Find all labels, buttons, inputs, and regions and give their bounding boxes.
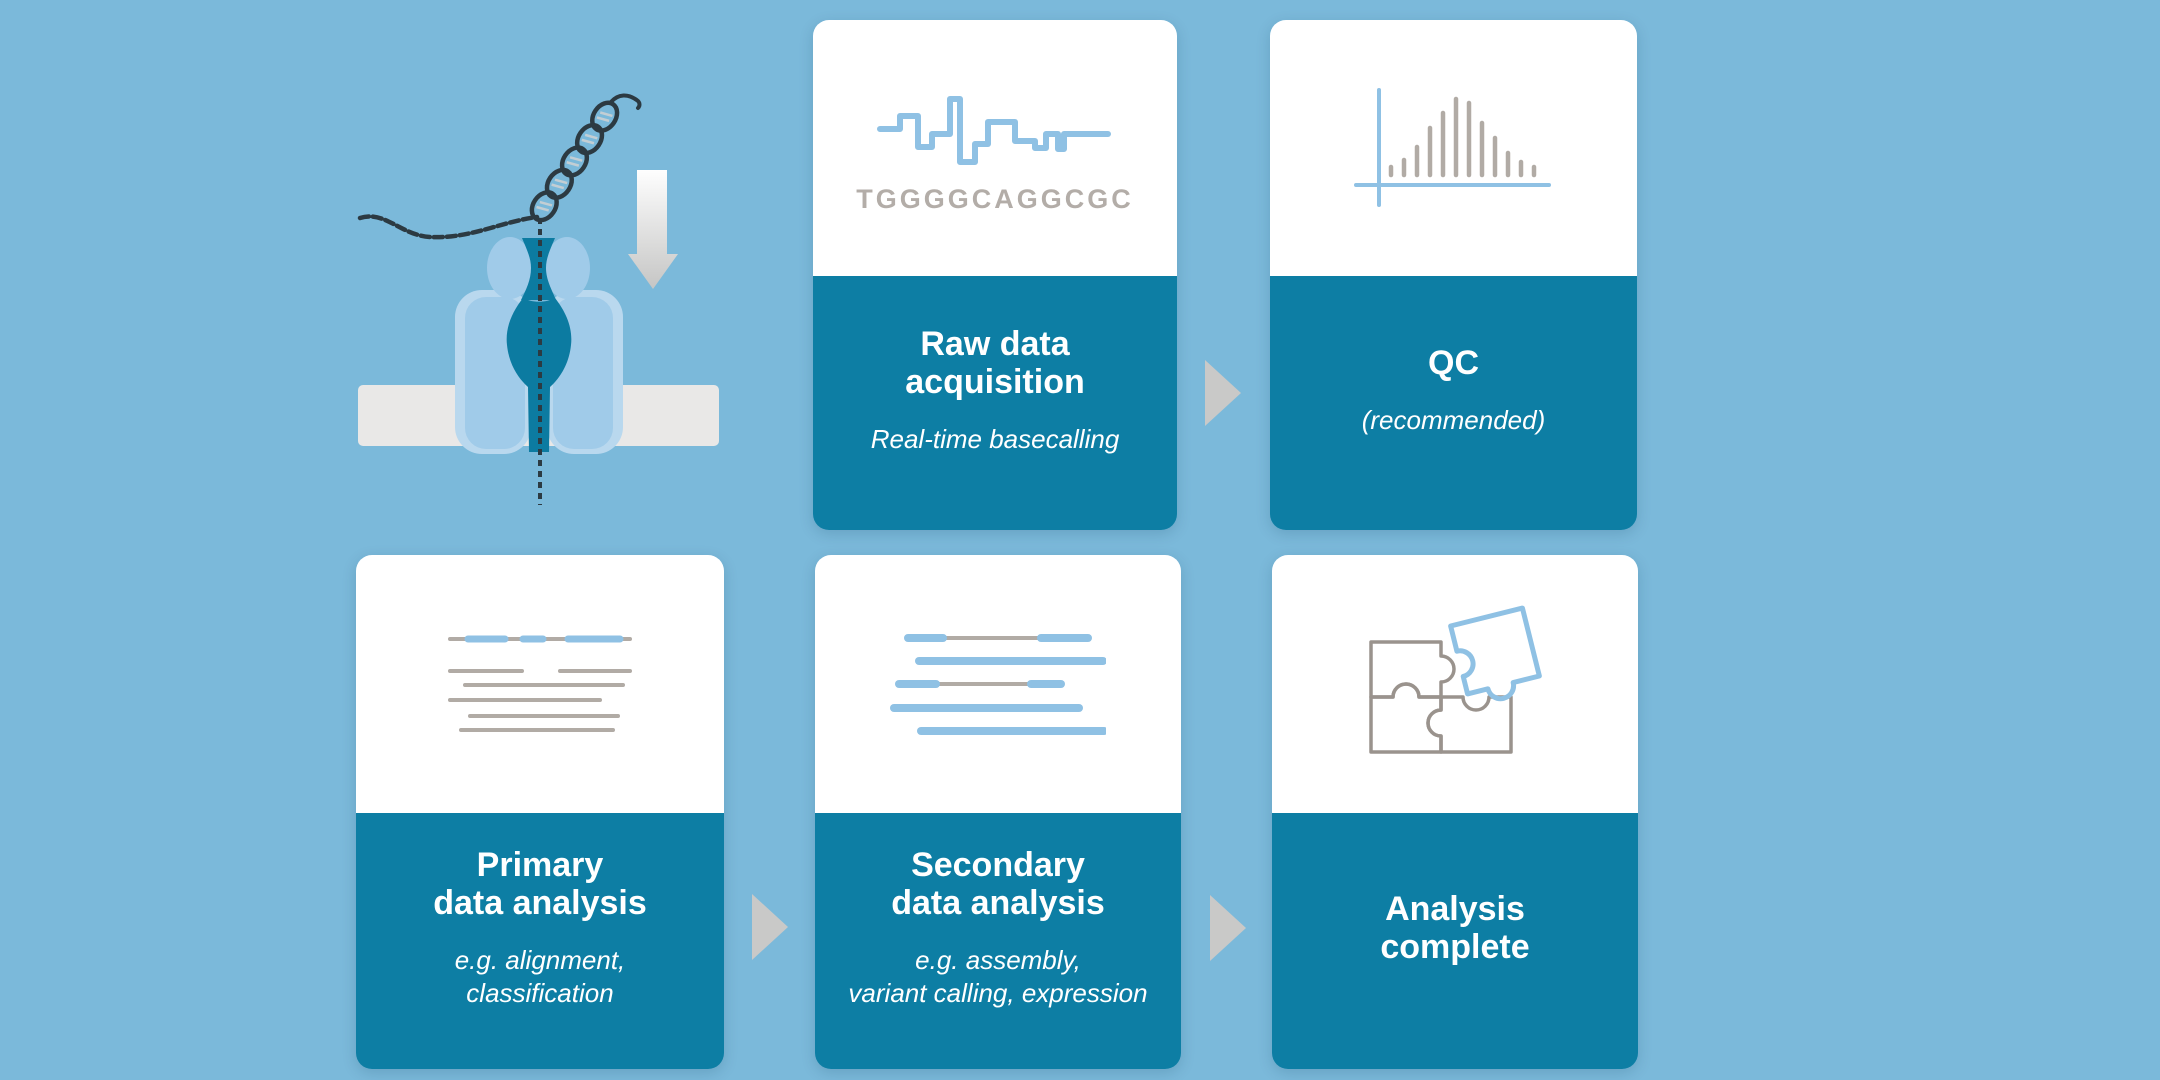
nanopore-protein [455, 237, 623, 454]
card-title: Raw data acquisition [905, 325, 1084, 401]
card-icon-area [1272, 555, 1638, 813]
card-primary-data-analysis: Primary data analysis e.g. alignment, cl… [356, 555, 724, 1069]
card-secondary-data-analysis: Secondary data analysis e.g. assembly, v… [815, 555, 1181, 1069]
card-subtitle: e.g. assembly, variant calling, expressi… [848, 944, 1147, 1010]
card-title-line: Analysis [1385, 890, 1525, 928]
card-label-area: Analysis complete [1272, 813, 1638, 1069]
card-title-line: data analysis [433, 884, 647, 922]
card-title: QC [1428, 344, 1479, 382]
card-icon-area [356, 555, 724, 813]
card-icon-area [1270, 20, 1637, 276]
nanopore-illustration [340, 40, 740, 520]
signal-trace-icon [877, 95, 1111, 165]
card-title-line: Secondary [911, 846, 1085, 884]
card-subtitle-line: classification [466, 978, 614, 1008]
card-subtitle-line: variant calling, expression [848, 978, 1148, 1008]
downward-arrow-icon [628, 170, 678, 289]
card-title-line: Primary [476, 846, 604, 884]
card-label-area: QC (recommended) [1270, 276, 1637, 530]
card-qc: QC (recommended) [1270, 20, 1637, 530]
flow-arrow-secondary-to-complete [1210, 895, 1246, 961]
card-subtitle-line: (recommended) [1361, 404, 1546, 435]
card-icon-area: TGGGGCAGGCGC [813, 20, 1177, 276]
card-subtitle: (recommended) [1362, 404, 1546, 437]
puzzle-pieces-icon [1369, 605, 1542, 754]
card-subtitle-line: e.g. alignment, [454, 945, 626, 975]
card-subtitle: e.g. alignment, classification [455, 944, 626, 1010]
card-subtitle-line: Real-time basecalling [870, 423, 1120, 454]
dna-double-helix [529, 93, 642, 223]
card-title-line: acquisition [905, 362, 1085, 401]
nanopore-illustration-svg [357, 93, 719, 505]
read-length-histogram-icon [1353, 88, 1551, 207]
card-title-line: data analysis [891, 884, 1105, 922]
card-title: Analysis complete [1380, 890, 1529, 966]
basecalled-sequence-text: TGGGGCAGGCGC [856, 183, 1134, 214]
assembled-reads-icon [890, 633, 1106, 735]
card-icon-area [815, 555, 1181, 813]
flow-arrow-primary-to-secondary [752, 894, 788, 960]
card-label-area: Primary data analysis e.g. alignment, cl… [356, 813, 724, 1069]
card-label-area: Raw data acquisition Real-time basecalli… [813, 276, 1177, 530]
card-title: Secondary data analysis [891, 846, 1105, 922]
card-label-area: Secondary data analysis e.g. assembly, v… [815, 813, 1181, 1069]
card-title-line: QC [1428, 343, 1479, 382]
card-raw-data-acquisition: TGGGGCAGGCGC Raw data acquisition Real-t… [813, 20, 1177, 530]
card-subtitle: Real-time basecalling [871, 423, 1120, 456]
unwound-dna-strand [357, 214, 542, 505]
card-title-line: Raw data [920, 324, 1070, 363]
alignment-tracks-icon [448, 635, 632, 732]
card-title: Primary data analysis [433, 846, 647, 922]
flow-arrow-raw-to-qc [1205, 360, 1241, 426]
card-subtitle-line: e.g. assembly, [915, 945, 1081, 975]
card-title-line: complete [1380, 928, 1530, 966]
card-analysis-complete: Analysis complete [1272, 555, 1638, 1069]
